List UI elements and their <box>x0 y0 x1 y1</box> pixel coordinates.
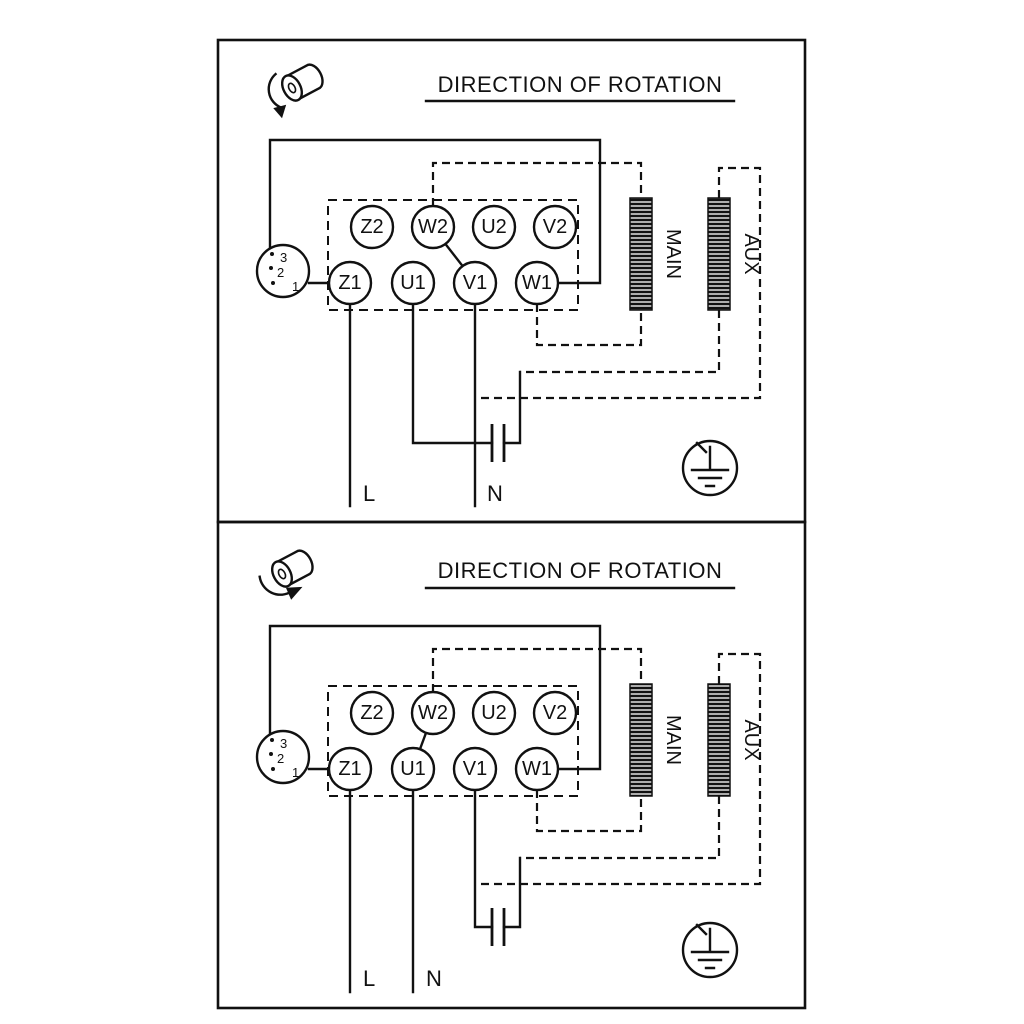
terminal-v1: V1 <box>452 260 498 306</box>
svg-text:Z2: Z2 <box>360 702 383 724</box>
dash-aux-bottom-to-capacitor <box>520 310 721 374</box>
line-label: L <box>363 966 375 991</box>
aux-winding-label: AUX <box>740 719 762 760</box>
svg-text:U1: U1 <box>400 758 426 780</box>
wiring-panel-1 <box>268 138 762 508</box>
terminal-u1: U1 <box>390 260 436 306</box>
rotation-direction-icon <box>258 549 314 600</box>
line-label: L <box>363 481 375 506</box>
dash-w2-to-main-top <box>431 161 643 206</box>
dash-w1-to-main-bottom <box>535 304 643 347</box>
speed-selector-switch: 3 2 1 <box>255 243 311 299</box>
wire-capacitor-to-aux <box>502 370 522 445</box>
svg-text:W2: W2 <box>418 216 448 238</box>
selector-dot <box>271 281 275 285</box>
terminal-w2: W2 <box>410 690 456 736</box>
svg-text:V1: V1 <box>463 758 487 780</box>
rotation-direction-icon <box>267 63 324 119</box>
svg-text:V2: V2 <box>543 702 567 724</box>
capacitor-icon <box>490 908 506 946</box>
selector-pos-2: 2 <box>277 265 284 280</box>
dash-aux-top-loop <box>475 166 762 400</box>
selector-pos-2: 2 <box>277 751 284 766</box>
svg-text:U2: U2 <box>481 702 507 724</box>
terminal-z1: Z1 <box>327 260 373 306</box>
neutral-label: N <box>426 966 442 991</box>
wire-switch-loop <box>268 138 602 285</box>
dash-w2-to-main-top <box>431 647 643 692</box>
selector-pos-3: 3 <box>280 736 287 751</box>
terminal-z1: Z1 <box>327 746 373 792</box>
panel-border <box>216 520 807 1010</box>
panel-2: DIRECTION OF ROTATION Z2 W2 U2 V2 Z1 U1 <box>216 520 807 1010</box>
dash-aux-top-loop <box>475 652 762 886</box>
terminal-v1: V1 <box>452 746 498 792</box>
dash-aux-bottom-to-capacitor <box>520 796 721 860</box>
selector-pos-1: 1 <box>292 765 299 780</box>
selector-dot <box>270 252 274 256</box>
main-winding-label: MAIN <box>662 229 684 279</box>
aux-winding: AUX <box>707 197 762 311</box>
svg-text:U2: U2 <box>481 216 507 238</box>
terminal-z2: Z2 <box>349 204 395 250</box>
main-winding: MAIN <box>629 197 684 311</box>
aux-winding-label: AUX <box>740 233 762 274</box>
selector-dot <box>270 738 274 742</box>
selector-pos-3: 3 <box>280 250 287 265</box>
neutral-label: N <box>487 481 503 506</box>
selector-pos-1: 1 <box>292 279 299 294</box>
capacitor-icon <box>490 424 506 462</box>
arrowhead-icon <box>273 104 287 119</box>
wire-v1-to-capacitor <box>473 788 494 929</box>
arrowhead-icon <box>285 586 303 600</box>
terminal-z2: Z2 <box>349 690 395 736</box>
selector-dot <box>271 767 275 771</box>
wiring-panel-2 <box>268 624 762 994</box>
ground-icon <box>681 439 739 497</box>
speed-selector-switch: 3 2 1 <box>255 729 311 785</box>
ground-icon <box>681 921 739 979</box>
selector-dot <box>269 266 273 270</box>
svg-text:V2: V2 <box>543 216 567 238</box>
main-winding-label: MAIN <box>662 715 684 765</box>
terminal-w1: W1 <box>514 746 560 792</box>
panel-title: DIRECTION OF ROTATION <box>438 72 723 97</box>
wire-capacitor-to-aux <box>502 856 522 929</box>
aux-winding: AUX <box>707 683 762 797</box>
terminal-u1: U1 <box>390 746 436 792</box>
terminal-u2: U2 <box>471 690 517 736</box>
svg-text:Z2: Z2 <box>360 216 383 238</box>
wire-u1-to-capacitor <box>411 302 494 445</box>
dash-w1-to-main-bottom <box>535 790 643 833</box>
terminal-block-outline <box>327 685 579 797</box>
selector-dot <box>269 752 273 756</box>
terminal-w1: W1 <box>514 260 560 306</box>
svg-text:Z1: Z1 <box>338 272 361 294</box>
svg-text:Z1: Z1 <box>338 758 361 780</box>
terminal-block-outline <box>327 199 579 311</box>
svg-text:U1: U1 <box>400 272 426 294</box>
main-winding: MAIN <box>629 683 684 797</box>
terminal-v2: V2 <box>532 690 578 736</box>
panel-1: DIRECTION OF ROTATION Z2 W2 U2 V2 Z1 U1 <box>216 38 807 524</box>
svg-text:W2: W2 <box>418 702 448 724</box>
terminal-u2: U2 <box>471 204 517 250</box>
terminal-v2: V2 <box>532 204 578 250</box>
svg-text:W1: W1 <box>522 758 552 780</box>
panel-title: DIRECTION OF ROTATION <box>438 558 723 583</box>
svg-text:W1: W1 <box>522 272 552 294</box>
svg-text:V1: V1 <box>463 272 487 294</box>
terminal-w2: W2 <box>410 204 456 250</box>
wire-switch-loop <box>268 624 602 771</box>
